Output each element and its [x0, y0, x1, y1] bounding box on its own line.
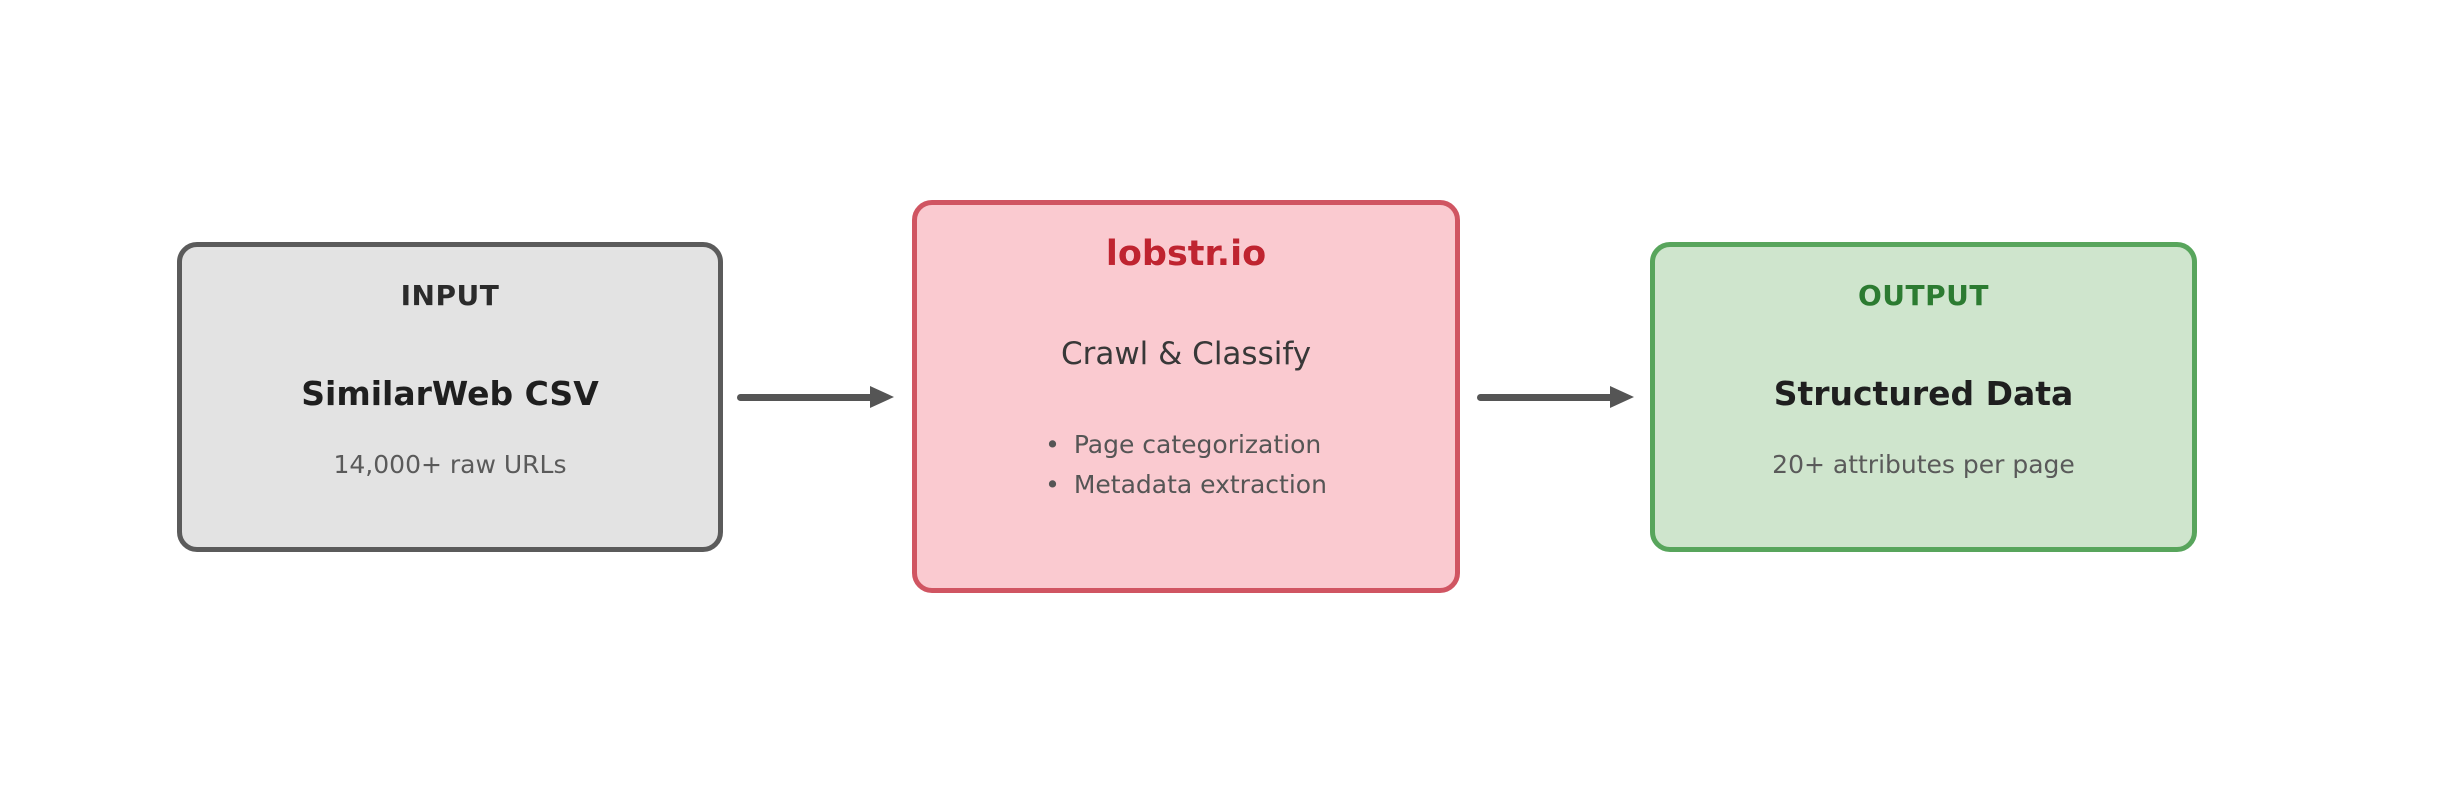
node-process-title: Crawl & Classify	[1060, 336, 1312, 372]
bullet-icon: •	[1045, 470, 1060, 499]
node-output-title: Structured Data	[1773, 374, 2074, 413]
bullet-item: • Page categorization	[1045, 425, 1327, 465]
node-input-subtitle: 14,000+ raw URLs	[333, 450, 567, 479]
node-input-title: SimilarWeb CSV	[301, 374, 599, 413]
flow-arrow-input-to-process	[737, 394, 875, 401]
bullet-icon: •	[1045, 430, 1060, 459]
arrow-head-icon	[870, 386, 894, 408]
node-output-label: OUTPUT	[1858, 279, 1989, 312]
bullet-item-label: Page categorization	[1073, 430, 1322, 459]
bullet-item-label: Metadata extraction	[1073, 470, 1327, 499]
node-process-label: lobstr.io	[1105, 234, 1267, 274]
node-input-label: INPUT	[400, 279, 500, 312]
node-output-subtitle: 20+ attributes per page	[1772, 450, 2075, 479]
node-process: lobstr.io Crawl & Classify • Page categor…	[912, 200, 1460, 593]
node-output: OUTPUT Structured Data 20+ attributes pe…	[1650, 242, 2197, 552]
arrow-head-icon	[1610, 386, 1634, 408]
bullet-item: • Metadata extraction	[1045, 465, 1327, 505]
node-input: INPUT SimilarWeb CSV 14,000+ raw URLs	[177, 242, 723, 552]
node-process-bullets: • Page categorization • Metadata extractio…	[917, 425, 1455, 505]
flow-arrow-process-to-output	[1477, 394, 1615, 401]
